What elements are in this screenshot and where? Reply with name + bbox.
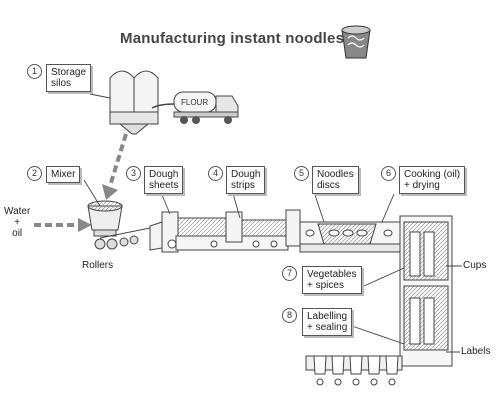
step-4-label: Dough strips	[226, 166, 266, 194]
step-3-label: Dough sheets	[144, 166, 184, 194]
leader-lines	[83, 93, 405, 345]
noodle-cup-icon	[341, 25, 371, 59]
dough-conveyor	[149, 211, 289, 253]
step-7-label: Vegetables + spices	[302, 266, 362, 294]
water-oil-arrow	[34, 218, 92, 232]
flour-label: FLOUR	[181, 98, 208, 107]
step-5-number: 5	[294, 166, 309, 181]
step-5-label: Noodles discs	[312, 166, 359, 194]
cup-tower	[399, 215, 462, 367]
step-3-text: Dough sheets	[149, 169, 179, 191]
flour-truck: FLOUR	[151, 91, 239, 124]
rollers-label: Rollers	[82, 260, 114, 271]
step-1-number: 1	[27, 64, 42, 79]
step-5-text: Noodles discs	[317, 169, 354, 191]
step-8-text: Labelling + sealing	[307, 311, 348, 333]
step-3-number: 3	[126, 166, 141, 181]
step-4-number: 4	[208, 166, 223, 181]
step-7-number: 7	[282, 266, 297, 281]
output-cups	[305, 355, 403, 386]
step-8-number: 8	[282, 308, 297, 323]
mixer	[87, 200, 123, 237]
step-4-text: Dough strips	[231, 169, 261, 191]
step-2-number: 2	[27, 166, 42, 181]
silo-to-mixer-arrow	[102, 133, 128, 200]
cups-label: Cups	[463, 260, 487, 271]
step-8-label: Labelling + sealing	[302, 308, 353, 336]
diagram-title: Manufacturing instant noodles	[120, 30, 345, 47]
step-1-text: Storage silos	[51, 67, 87, 89]
step-6-number: 6	[381, 166, 396, 181]
water-oil-label: Water + oil	[4, 206, 31, 239]
storage-silos	[109, 70, 159, 135]
step-6-label: Cooking (oil) + drying	[399, 166, 466, 194]
step-2-label: Mixer	[46, 166, 81, 183]
disc-cutter-and-cooker	[285, 209, 401, 253]
step-6-text: Cooking (oil) + drying	[404, 169, 461, 191]
step-7-text: Vegetables + spices	[307, 269, 357, 291]
labels-label: Labels	[461, 346, 491, 357]
rollers	[94, 227, 151, 250]
step-2-text: Mixer	[51, 169, 76, 180]
step-1-label: Storage silos	[46, 64, 92, 92]
